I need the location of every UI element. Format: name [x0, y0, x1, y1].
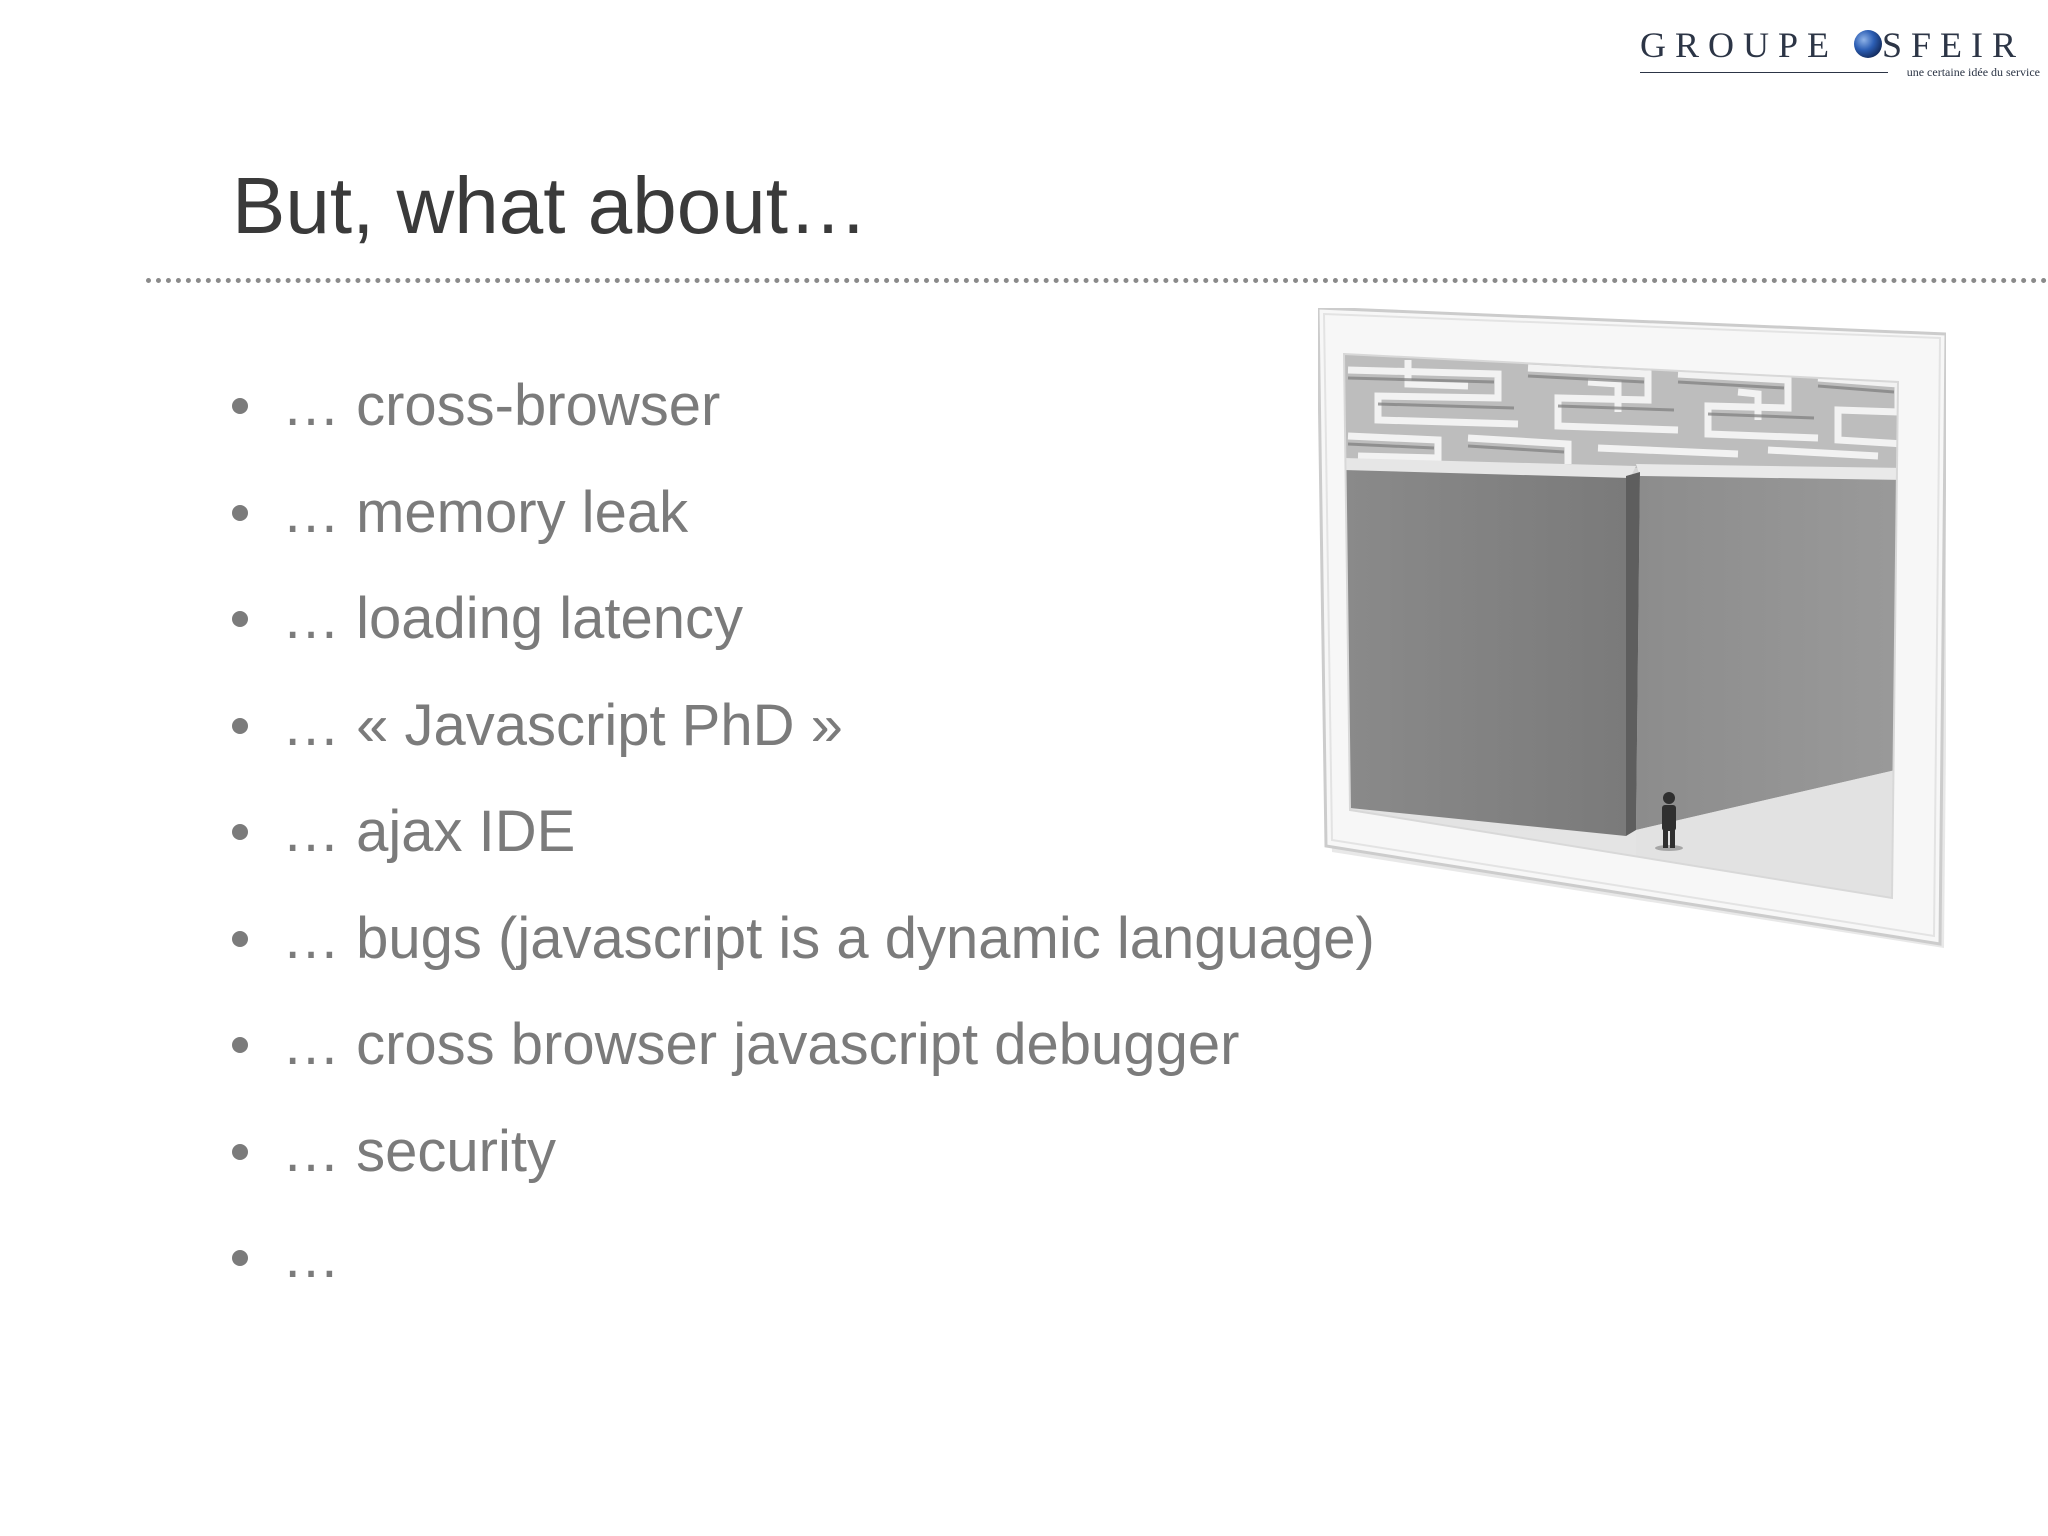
bullet-dot-icon — [232, 930, 248, 947]
maze-photo-icon — [1318, 308, 1946, 948]
logo-tagline: une certaine idée du service — [1906, 65, 2040, 79]
maze-picture-frame — [1318, 308, 1946, 948]
logo-word-sfeir: SFEIR — [1882, 25, 2026, 65]
logo-word-groupe: GROUPE — [1640, 25, 1839, 65]
bullet-text: … bugs (javascript is a dynamic language… — [282, 905, 1375, 971]
bullet-text: … loading latency — [282, 586, 744, 651]
bullet-text: … cross browser javascript debugger — [282, 1012, 1240, 1077]
bullet-dot-icon — [232, 717, 248, 734]
bullet-dot-icon — [232, 824, 248, 840]
slide-title: But, what about… — [232, 161, 868, 250]
bullet-dot-icon — [232, 504, 248, 521]
bullet-dot-icon — [232, 611, 248, 627]
bullet-dot-icon — [232, 1143, 248, 1160]
bullet-text: … cross-browser — [282, 373, 721, 438]
bullet-text: … memory leak — [282, 479, 689, 545]
bullet-dot-icon — [232, 1250, 248, 1266]
globe-icon — [1854, 30, 1882, 58]
bullet-dot-icon — [232, 1037, 248, 1053]
logo-underline — [1640, 72, 1888, 73]
bullet-text: … security — [282, 1118, 556, 1184]
bullet-text: … « Javascript PhD » — [282, 692, 843, 758]
title-divider — [146, 278, 2048, 283]
bullet-text: … — [282, 1225, 340, 1290]
bullet-dot-icon — [232, 398, 248, 414]
groupe-sfeir-logo: GROUPE SFEIR une certaine idée du servic… — [1640, 24, 2040, 84]
bullet-text: … ajax IDE — [282, 799, 576, 864]
